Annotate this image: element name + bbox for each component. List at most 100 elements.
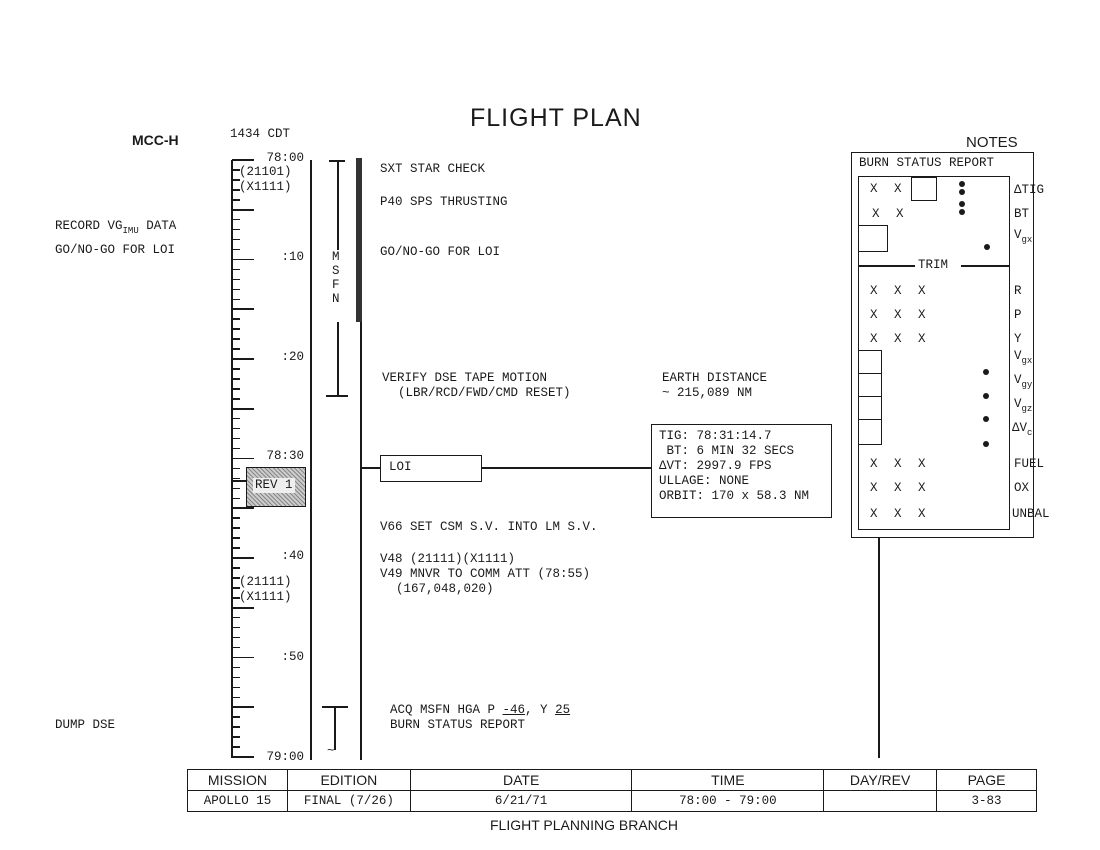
minor-tick (232, 547, 240, 549)
form-entry-box (858, 350, 882, 374)
clock-label: 1434 CDT (230, 127, 291, 141)
label-sub: gx (1021, 356, 1033, 366)
form-x: X (870, 481, 878, 495)
minor-tick (232, 238, 240, 241)
form-x: X (870, 457, 878, 471)
minor-tick (232, 537, 240, 539)
minor-tick (232, 736, 240, 738)
axis-line (231, 160, 233, 758)
minor-tick (232, 477, 240, 480)
major-tick (232, 258, 254, 261)
form-dot (983, 416, 989, 422)
label-v: V (1014, 228, 1022, 242)
minor-tick (232, 228, 240, 231)
minor-tick (232, 268, 240, 271)
burn-orbit: ORBIT: 170 x 58.3 NM (659, 489, 810, 503)
label-sub: c (1027, 428, 1033, 438)
dsky-code: (X1111) (239, 590, 292, 604)
activity-v48: V48 (21111)(X1111) (380, 552, 516, 566)
activity-verify-dse: VERIFY DSE TAPE MOTION (382, 371, 548, 385)
footer-date: 6/21/71 (409, 790, 633, 812)
form-dot (959, 201, 965, 207)
major-tick (232, 407, 254, 410)
msfn-letter: F (332, 278, 340, 292)
major-tick (232, 656, 254, 659)
msfn-bracket-line (337, 322, 339, 396)
acq-text: , Y (525, 703, 556, 717)
label-unbal: UNBAL (1012, 507, 1050, 521)
notes-panel (851, 152, 1034, 538)
footer-time: 78:00 - 79:00 (631, 790, 825, 812)
form-x: X (918, 332, 926, 346)
label-vgy: Vgy (1014, 373, 1032, 393)
page-title: FLIGHT PLAN (470, 104, 642, 132)
station-label: MCC-H (132, 132, 179, 148)
form-x: X (894, 507, 902, 521)
minor-tick (232, 427, 240, 430)
label-sub: gx (1021, 235, 1033, 245)
minor-tick (232, 417, 240, 420)
label-y: Y (1014, 332, 1022, 346)
msfn-bracket-bottom (326, 395, 348, 397)
minor-tick (232, 338, 240, 340)
activity-line (360, 160, 362, 760)
label-dtig: ΔTIG (1014, 183, 1045, 197)
form-dot (959, 189, 965, 195)
form-dot (984, 244, 990, 250)
form-x: X (894, 308, 902, 322)
minor-tick (232, 348, 240, 350)
minor-tick (232, 487, 240, 490)
minor-tick (232, 437, 240, 440)
label-sub: gz (1021, 404, 1033, 414)
minor-tick (232, 169, 240, 171)
earth-distance-label: EARTH DISTANCE (662, 371, 768, 385)
major-tick (232, 756, 254, 758)
label-dv: ΔV (1012, 421, 1028, 435)
footer-branch: FLIGHT PLANNING BRANCH (490, 817, 678, 833)
record-vg-text: RECORD VG (55, 219, 123, 233)
minor-tick (232, 328, 240, 330)
minor-tick (232, 288, 240, 291)
loi-label: LOI (389, 460, 412, 474)
form-x: X (870, 332, 878, 346)
form-entry-box (858, 396, 882, 420)
label-vgz: Vgz (1014, 397, 1032, 417)
label-dvc: ΔVc (1012, 421, 1032, 441)
msfn-letter: M (332, 250, 340, 264)
rev-connector (232, 480, 246, 482)
form-dot (983, 369, 989, 375)
earth-distance-value: ~ 215,089 NM (662, 386, 753, 400)
minor-tick (232, 696, 240, 699)
form-x: X (918, 284, 926, 298)
activity-go-no-go: GO/NO-GO FOR LOI (380, 245, 501, 259)
form-x: X (918, 481, 926, 495)
minor-tick (232, 497, 240, 500)
minor-tick (232, 666, 240, 669)
activity-v66: V66 SET CSM S.V. INTO LM S.V. (380, 520, 598, 534)
label-fuel: FUEL (1014, 457, 1045, 471)
minor-tick (232, 368, 240, 370)
form-x: X (870, 507, 878, 521)
notes-title: NOTES (966, 134, 1018, 151)
activity-v49-sub: (167,048,020) (396, 582, 494, 596)
trim-divider (961, 265, 1010, 267)
notes-connector (878, 538, 880, 758)
major-tick (232, 457, 254, 460)
footer-header: EDITION (286, 769, 411, 791)
footer-header: DATE (409, 769, 633, 791)
minor-tick (232, 686, 240, 689)
major-tick (232, 557, 254, 559)
form-x: X (894, 481, 902, 495)
minor-tick (232, 587, 240, 589)
loi-event-box: LOI (380, 455, 482, 482)
continuation-mark: ~ (327, 744, 335, 758)
footer-mission: APOLLO 15 (187, 790, 288, 812)
msfn-bracket-line (334, 706, 336, 750)
dsky-code: (21111) (239, 575, 292, 589)
major-tick (232, 159, 254, 161)
minor-tick (232, 388, 240, 390)
minor-tick (232, 616, 240, 619)
major-tick (232, 358, 254, 360)
label-bt: BT (1014, 207, 1030, 221)
